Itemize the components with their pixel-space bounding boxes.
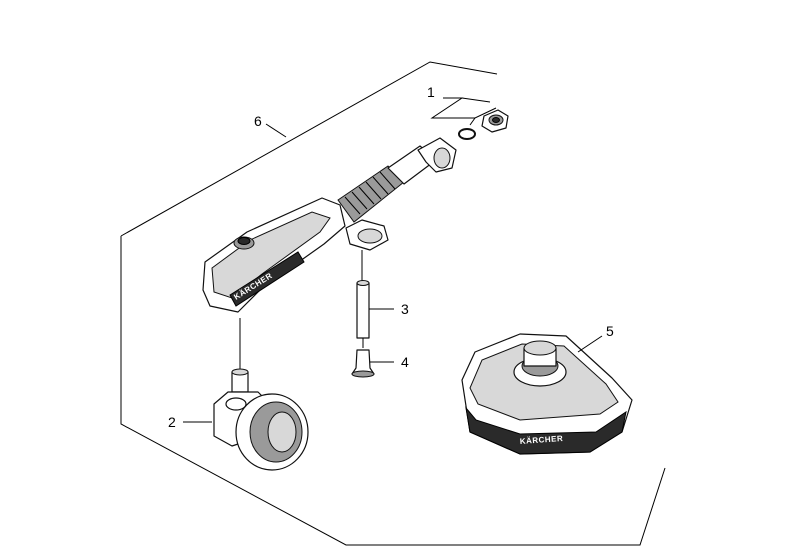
callout-6: 6 (254, 113, 262, 129)
callout-5: 5 (606, 323, 614, 339)
connector-nut-and-o-ring (458, 109, 509, 140)
kit-boundary-top (120, 61, 498, 237)
callout-4: 4 (401, 354, 409, 370)
ribbed-section (337, 165, 405, 223)
callout-1-bracket (430, 97, 497, 119)
cover-brand-logo: KÄRCHER (520, 434, 564, 446)
castor-wheel-part (213, 368, 309, 471)
kit-boundary-outline (120, 236, 666, 546)
callout-3: 3 (401, 301, 409, 317)
callout-2: 2 (168, 414, 176, 430)
handle-assembly: KÄRCHER (202, 137, 457, 313)
plug-part (351, 349, 375, 378)
callout-1: 1 (427, 84, 435, 100)
triangular-cover-part: KÄRCHER (461, 333, 633, 455)
pin-part (356, 280, 370, 339)
